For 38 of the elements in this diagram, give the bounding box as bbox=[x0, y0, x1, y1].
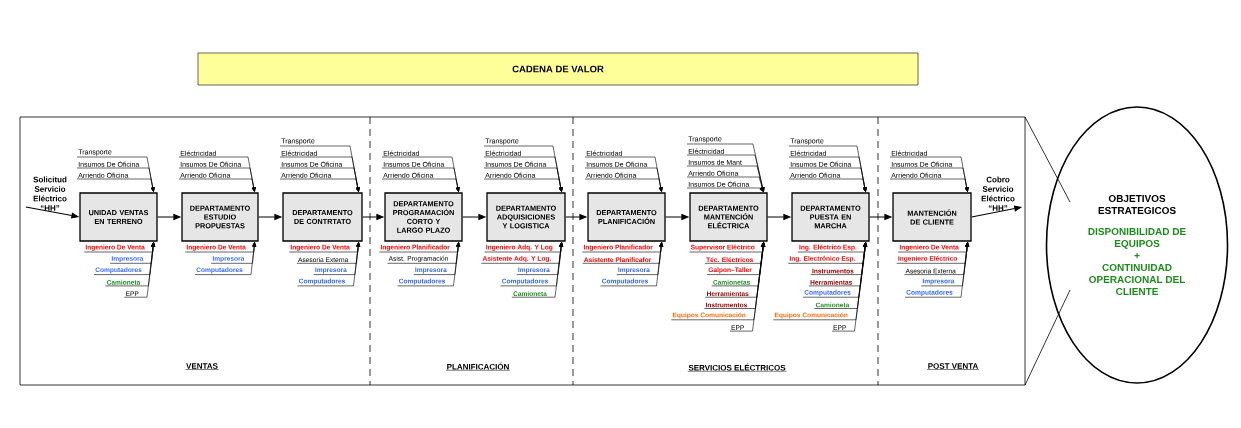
arrow bbox=[831, 242, 867, 332]
arrow bbox=[462, 214, 486, 220]
arrow bbox=[297, 242, 361, 287]
arrow bbox=[362, 214, 384, 220]
arrow bbox=[584, 178, 663, 192]
arrow bbox=[397, 242, 461, 287]
arrow bbox=[511, 242, 563, 298]
arrow bbox=[788, 178, 867, 192]
arrow bbox=[686, 176, 765, 192]
arrow bbox=[178, 178, 256, 192]
output-label: Cobro Servicio Eléctrico “HH” bbox=[981, 176, 1015, 211]
arrow bbox=[869, 214, 892, 220]
title-banner: CADENA DE VALOR bbox=[197, 52, 919, 86]
arrow bbox=[279, 178, 360, 192]
section-label: VENTAS bbox=[185, 363, 219, 370]
arrow bbox=[483, 178, 563, 192]
section-label: SERVICIOS ELÉCTRICOS bbox=[687, 363, 787, 372]
arrow bbox=[665, 214, 689, 220]
arrow bbox=[686, 187, 764, 192]
arrow bbox=[124, 242, 155, 298]
arrow bbox=[600, 242, 664, 287]
arrow bbox=[971, 205, 1022, 218]
arrow bbox=[889, 178, 969, 192]
arrow bbox=[76, 178, 155, 192]
input-label: Solicitud Servicio Eléctrico “HH” bbox=[33, 176, 67, 211]
arrow bbox=[729, 242, 765, 332]
arrow bbox=[157, 214, 181, 220]
arrow bbox=[904, 242, 970, 298]
arrow bbox=[381, 178, 460, 192]
arrow bbox=[565, 214, 587, 220]
section-label: PLANIFICACIÓN bbox=[445, 362, 511, 371]
arrow bbox=[686, 165, 765, 192]
arrow bbox=[686, 143, 765, 192]
arrow bbox=[194, 242, 257, 275]
arrow bbox=[258, 214, 282, 220]
arrow bbox=[767, 214, 791, 220]
section-label: POST VENTA bbox=[926, 363, 980, 370]
arrow bbox=[25, 206, 79, 219]
